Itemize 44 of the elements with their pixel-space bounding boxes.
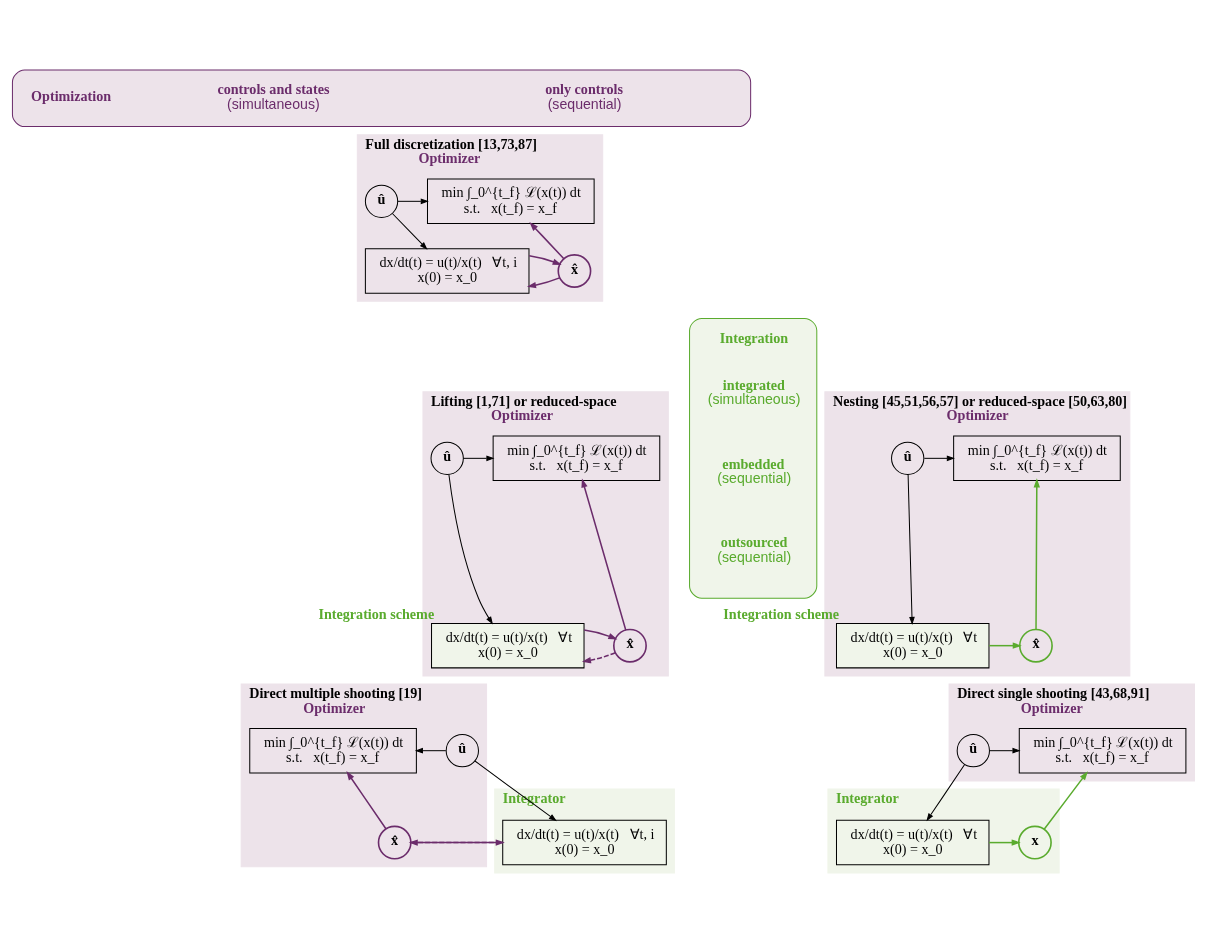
node-circle: û [430,441,464,475]
arrow [448,473,493,625]
node-circle: x̂ [1018,628,1053,663]
node-box: min ∫_0^{t_f} ℒ(x(t)) dt s.t. x(t_f) = x_f [953,435,1121,482]
node-box: min ∫_0^{t_f} ℒ(x(t)) dt s.t. x(t_f) = x_f [249,727,417,774]
node-circle: û [891,441,925,475]
node-box: dx/dt(t) = u(t)/x(t) ∀t x(0) = x_0 [836,819,990,866]
node-box: min ∫_0^{t_f} ℒ(x(t)) dt s.t. x(t_f) = x_f [492,435,661,482]
arrow [414,747,447,754]
node-circle: x̂ [557,254,592,288]
node-box: min ∫_0^{t_f} ℒ(x(t)) dt s.t. x(t_f) = x_f [427,178,595,225]
arrow [462,455,495,462]
node-circle: x̂ [377,825,412,860]
arrow [907,474,915,625]
arrow [988,839,1021,846]
node-label: Integration scheme [318,605,435,622]
arrow [989,747,1021,754]
arrow [1033,478,1040,631]
arrow [397,198,429,205]
node-box: Integration integrated (simultaneous) embedded (sequential) outsourced (sequential) [689,317,818,599]
node-box: Optimization controls and states (simultaneous) only controls (sequential) [11,69,752,128]
node-circle: û [445,734,479,768]
node-circle: x [1017,825,1052,860]
arrow [988,642,1022,649]
arrow [583,629,618,640]
arrow [346,771,387,830]
arrow [528,254,562,265]
arrow [1043,771,1088,831]
node-circle: û [956,734,990,768]
node-label: Integration scheme [723,605,840,622]
node-box: dx/dt(t) = u(t)/x(t) ∀t, i x(0) = x_0 [502,819,667,866]
node-box: dx/dt(t) = u(t)/x(t) ∀t x(0) = x_0 [836,622,990,669]
arrow [581,651,617,664]
arrow [923,455,955,462]
arrow [926,764,966,822]
node-circle: û [364,184,399,218]
arrow [529,222,565,260]
node-box: dx/dt(t) = u(t)/x(t) ∀t x(0) = x_0 [431,622,585,669]
arrow [581,478,627,631]
node-box: min ∫_0^{t_f} ℒ(x(t)) dt s.t. x(t_f) = x_f [1018,727,1187,774]
node-box: dx/dt(t) = u(t)/x(t) ∀t, i x(0) = x_0 [364,248,530,294]
node-circle: x̂ [613,628,647,663]
arrow [526,277,561,289]
arrow [391,213,428,250]
